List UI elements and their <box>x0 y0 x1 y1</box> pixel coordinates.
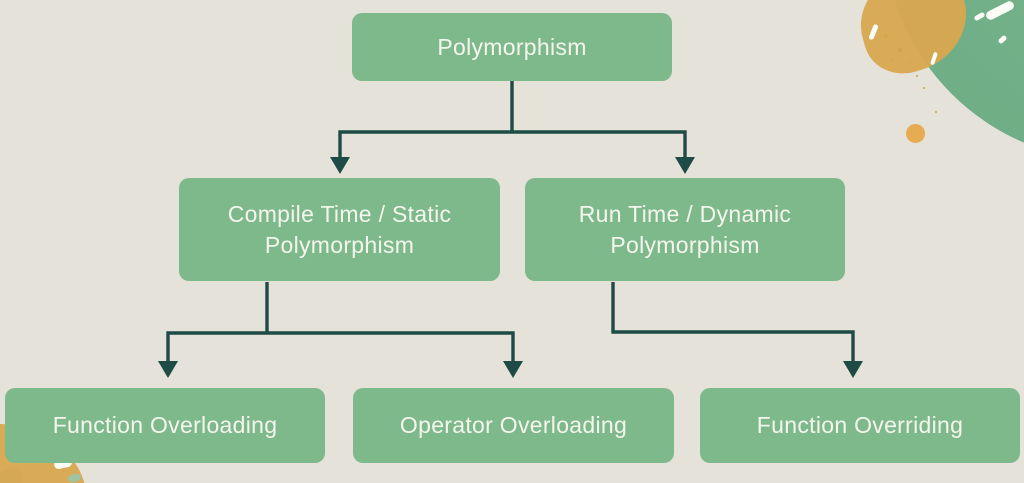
node-operator-overloading-label: Operator Overloading <box>399 412 628 439</box>
arrowhead-to-operator-overloading <box>503 361 523 378</box>
edge-root-to-children <box>338 81 687 158</box>
node-function-overloading: Function Overloading <box>5 388 325 463</box>
edge-runtime-to-child <box>611 282 855 362</box>
node-polymorphism-label: Polymorphism <box>437 33 587 60</box>
node-run-time-dynamic-polymorphism: Run Time / Dynamic Polymorphism <box>525 178 845 281</box>
node-run-time-label: Run Time / Dynamic Polymorphism <box>578 201 792 258</box>
node-function-overriding-label: Function Overriding <box>756 412 964 439</box>
arrowhead-to-run-time <box>675 157 695 174</box>
arrowhead-to-compile-time <box>330 157 350 174</box>
arrowhead-to-function-overriding <box>843 361 863 378</box>
node-compile-time-label: Compile Time / Static Polymorphism <box>227 201 452 258</box>
node-polymorphism: Polymorphism <box>352 13 672 81</box>
gold-speckle-top-right-decoration <box>884 34 888 38</box>
node-compile-time-static-polymorphism: Compile Time / Static Polymorphism <box>179 178 500 281</box>
arrowhead-to-function-overloading <box>158 361 178 378</box>
edge-compile-to-children <box>166 282 515 362</box>
gold-dot-decoration <box>906 124 925 143</box>
node-function-overriding: Function Overriding <box>700 388 1020 463</box>
node-function-overloading-label: Function Overloading <box>52 412 278 439</box>
node-operator-overloading: Operator Overloading <box>353 388 674 463</box>
